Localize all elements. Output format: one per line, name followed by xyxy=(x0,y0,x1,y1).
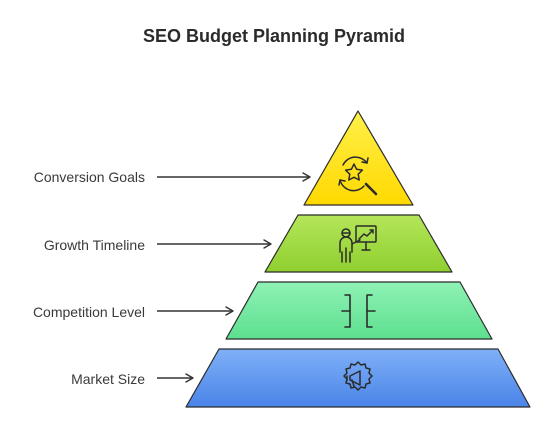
megaphone-badge-icon xyxy=(343,361,373,391)
pyramid-tier-market-size xyxy=(185,348,531,408)
pyramid-tier-growth-timeline xyxy=(264,214,453,273)
target-star-search-icon xyxy=(338,156,378,196)
diagram-title: SEO Budget Planning Pyramid xyxy=(142,26,406,46)
opposing-brackets-icon xyxy=(341,294,376,328)
presenter-chart-icon xyxy=(339,225,377,263)
pyramid-tier-competition-level xyxy=(225,281,493,340)
level-label-market-size: Market Size xyxy=(71,371,145,387)
level-label-growth-timeline: Growth Timeline xyxy=(43,237,145,253)
level-label-conversion-goals: Conversion Goals xyxy=(33,169,145,185)
level-label-competition-level: Competition Level xyxy=(32,304,145,320)
